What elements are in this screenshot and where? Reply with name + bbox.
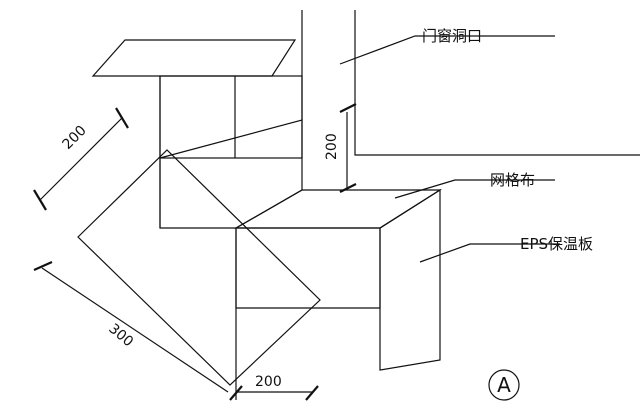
dim-diag-upper: 200 [60,123,90,153]
right-eps-board [379,188,441,371]
diagonal-reinforcement-mesh [77,149,321,386]
dim-vertical-right: 200 [324,133,340,160]
dim-diag-lower: 300 [105,321,136,350]
label-opening: 门窗洞口 [422,27,482,45]
wall-outline [159,10,640,400]
dim-bottom: 200 [255,374,282,390]
section-mark-letter: A [497,373,511,397]
top-eps-board [91,39,297,77]
label-mesh: 网格布 [490,171,535,189]
section-mark: A [488,369,520,401]
dimension-marks [33,103,357,401]
label-eps-board: EPS保温板 [520,235,593,253]
upper-mesh-band [159,75,303,159]
leader-lines [339,35,560,263]
